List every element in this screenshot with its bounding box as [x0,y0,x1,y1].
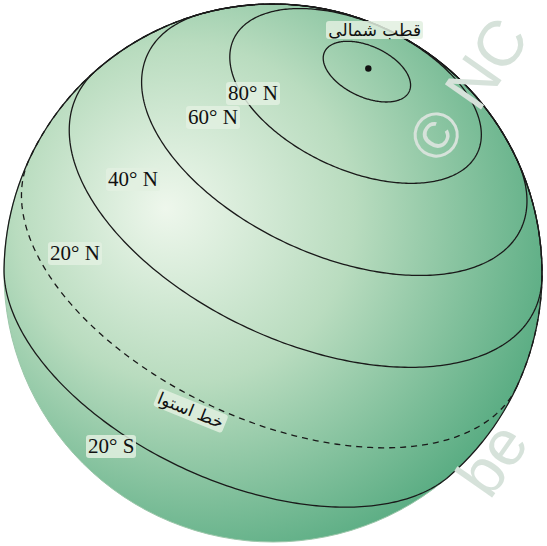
latitude-label: 60° N [186,106,240,129]
latitude-line [323,41,410,102]
sphere [4,4,542,542]
pole-dot [365,65,371,71]
latitude-label: 20° N [48,242,102,265]
latitude-label: 80° N [226,82,280,105]
latitude-label: 20° S [86,435,136,458]
latitude-label: 40° N [106,168,160,191]
pole-label: قطب شمالی [326,21,423,40]
